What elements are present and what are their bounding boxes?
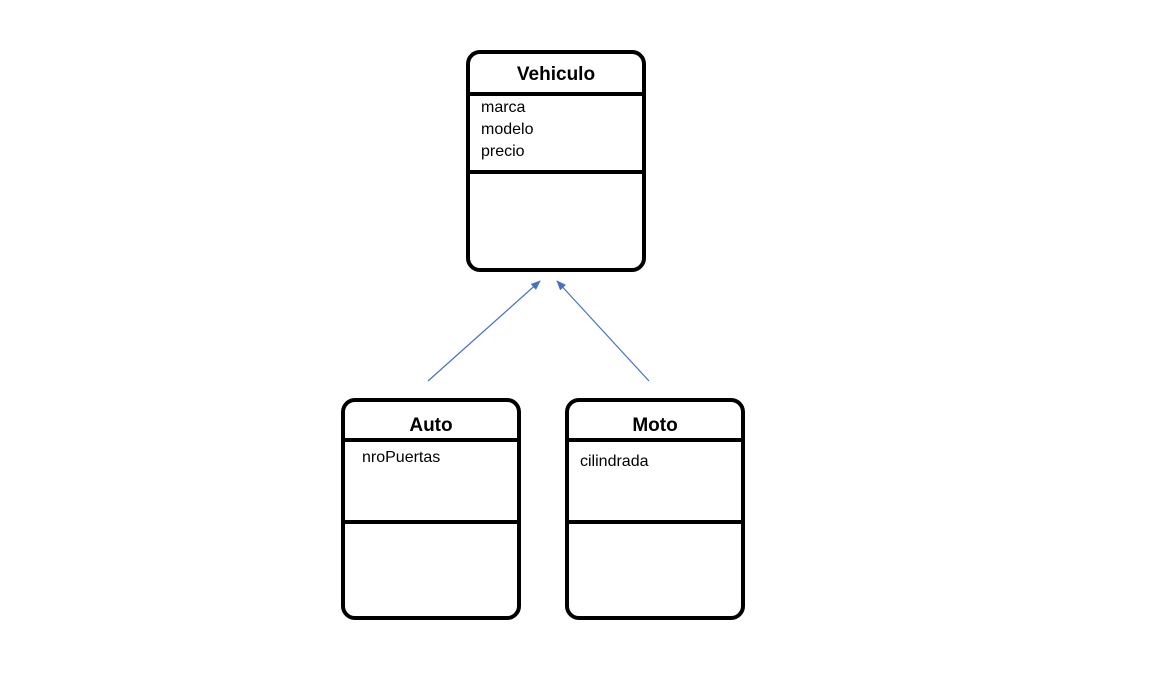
attributes-moto: cilindrada bbox=[569, 442, 741, 524]
class-auto: Auto nroPuertas bbox=[341, 398, 521, 620]
class-name-moto: Moto bbox=[569, 402, 741, 442]
attribute-modelo: modelo bbox=[481, 121, 534, 138]
auto-to-vehiculo-arrow bbox=[427, 280, 541, 382]
attribute-precio: precio bbox=[481, 143, 525, 160]
class-name-vehiculo: Vehiculo bbox=[470, 54, 642, 96]
moto-to-vehiculo-arrow bbox=[556, 280, 650, 382]
attribute-cilindrada: cilindrada bbox=[580, 453, 649, 470]
attribute-nropuertas: nroPuertas bbox=[362, 449, 441, 466]
class-name-auto: Auto bbox=[345, 402, 517, 442]
attributes-vehiculo: marca modelo precio bbox=[470, 96, 642, 174]
class-moto: Moto cilindrada bbox=[565, 398, 745, 620]
attribute-marca: marca bbox=[481, 99, 526, 116]
attributes-auto: nroPuertas bbox=[345, 442, 517, 524]
class-vehiculo: Vehiculo marca modelo precio bbox=[466, 50, 646, 272]
